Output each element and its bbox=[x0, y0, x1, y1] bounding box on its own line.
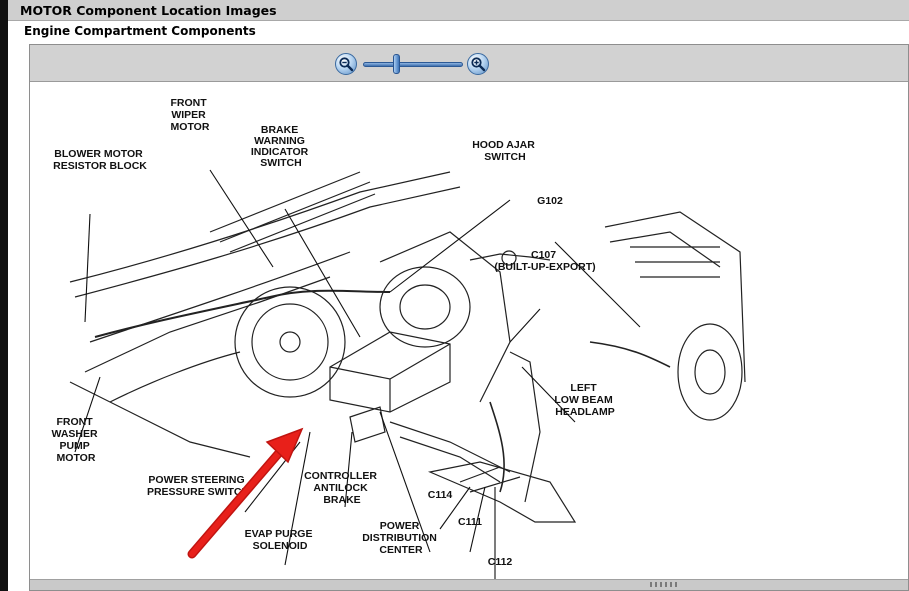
window-title: MOTOR Component Location Images bbox=[8, 0, 909, 21]
zoom-slider-track[interactable] bbox=[363, 62, 463, 67]
label-front-washer-pump-motor: FRONT WASHER PUMP MOTOR bbox=[51, 416, 100, 464]
resize-grip-icon[interactable] bbox=[650, 582, 678, 587]
label-hood-ajar-switch: HOOD AJAR SWITCH bbox=[472, 139, 538, 163]
label-evap-purge-solenoid: EVAP PURGE SOLENOID bbox=[245, 528, 316, 552]
window-left-border bbox=[0, 0, 8, 591]
label-power-distribution-center: POWER DISTRIBUTION CENTER bbox=[362, 520, 440, 556]
callout-labels: FRONT WIPER MOTOR BLOWER MOTOR RESISTOR … bbox=[51, 97, 615, 568]
label-left-low-beam-headlamp: LEFT LOW BEAM HEADLAMP bbox=[554, 382, 615, 418]
label-c112: C112 bbox=[488, 556, 513, 568]
section-title: Engine Compartment Components bbox=[24, 24, 256, 38]
zoom-in-magnifier-icon[interactable] bbox=[467, 53, 489, 75]
label-power-steering-pressure-switch: POWER STEERING PRESSURE SWITCH bbox=[147, 474, 249, 498]
label-front-wiper-motor: FRONT WIPER MOTOR bbox=[170, 97, 209, 133]
label-g102: G102 bbox=[537, 195, 563, 207]
zoom-toolbar bbox=[30, 45, 908, 82]
zoom-slider-thumb[interactable] bbox=[392, 54, 400, 74]
engine-line-art bbox=[69, 171, 746, 523]
label-c111: C111 bbox=[458, 516, 482, 528]
label-controller-antilock-brake: CONTROLLER ANTILOCK BRAKE bbox=[304, 470, 380, 506]
zoom-out-magnifier-icon[interactable] bbox=[335, 53, 357, 75]
engine-compartment-diagram: FRONT WIPER MOTOR BLOWER MOTOR RESISTOR … bbox=[51, 97, 746, 579]
viewer-status-bar bbox=[30, 579, 908, 590]
label-brake-warning-indicator-switch: BRAKE WARNING INDICATOR SWITCH bbox=[251, 124, 311, 169]
highlight-arrow-icon bbox=[187, 427, 304, 559]
label-blower-motor-resistor-block: BLOWER MOTOR RESISTOR BLOCK bbox=[53, 148, 147, 172]
label-c114: C114 bbox=[428, 489, 453, 501]
label-c107: C107 (BUILT-UP-EXPORT) bbox=[494, 249, 595, 273]
image-viewer: FRONT WIPER MOTOR BLOWER MOTOR RESISTOR … bbox=[29, 44, 909, 591]
callout-leaders bbox=[74, 169, 641, 579]
